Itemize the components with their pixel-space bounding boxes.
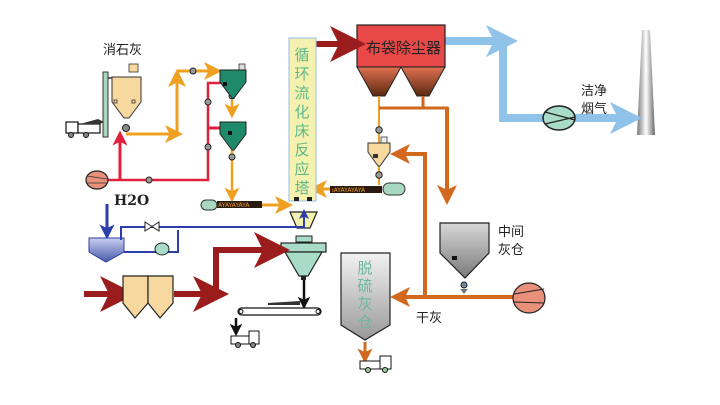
reactor-char: 塔 [294, 179, 310, 197]
lime-truck-icon [65, 119, 104, 138]
electrostatic-precipitator [122, 275, 174, 319]
reactor-char: 床 [294, 122, 310, 140]
ash-truck-right-icon [357, 342, 392, 373]
intermediate-ash-bin [439, 222, 490, 294]
ash-fan [512, 282, 546, 314]
reactor-char: 应 [294, 160, 310, 178]
blower-fan [85, 170, 109, 190]
induced-draft-fan [542, 105, 576, 131]
desulfurization-ash-bin [340, 252, 391, 341]
flue-gas-inlet [84, 232, 290, 312]
dry-ash-label: 干灰 [416, 311, 443, 326]
lime-hopper-upper [219, 63, 247, 99]
clean-gas-label-1: 洁净 [581, 84, 608, 99]
cfb-reactor [288, 37, 317, 202]
water-system [88, 204, 309, 263]
bin-char: 灰 [357, 295, 373, 313]
screw-conveyor-left: AYAYAYAYA [200, 196, 293, 214]
svg-text:AYAYAYAYA: AYAYAYAYA [218, 202, 250, 209]
slaked-lime-label: 消石灰 [103, 43, 143, 58]
clean-gas-label-2: 烟气 [581, 102, 608, 117]
lime-silo [102, 63, 142, 138]
chimney [637, 30, 655, 135]
screw-conveyor-right: ıAYAYAYAYA [309, 180, 406, 198]
recycle-hopper [367, 136, 391, 167]
bag-filter [356, 24, 446, 97]
lime-hopper-lower [219, 121, 247, 151]
reactor-char: 化 [294, 103, 310, 121]
reactor-char: 流 [294, 84, 310, 102]
water-label: H2O [114, 193, 150, 209]
reactor-char: 环 [294, 65, 310, 83]
air-lines [107, 81, 222, 184]
recycle-ash-lines [375, 96, 457, 297]
ash-truck-left-icon [229, 318, 260, 348]
lime-transport-lines [126, 62, 240, 203]
bin-char: 仓 [357, 313, 373, 331]
reactor-char: 反 [294, 141, 310, 159]
belt-conveyor [237, 280, 322, 316]
reactor-char: 循 [294, 46, 310, 64]
bag-filter-label: 布袋除尘器 [366, 39, 442, 57]
intermediate-bin-label-1: 中间 [498, 225, 525, 240]
intermediate-bin-label-2: 灰仓 [498, 243, 525, 258]
clean-gas-line [445, 25, 642, 134]
bin-char: 脱 [357, 259, 373, 277]
svg-text:ıAYAYAYAYA: ıAYAYAYAYA [332, 187, 366, 194]
bin-char: 硫 [357, 277, 373, 295]
pre-collector [280, 235, 327, 280]
